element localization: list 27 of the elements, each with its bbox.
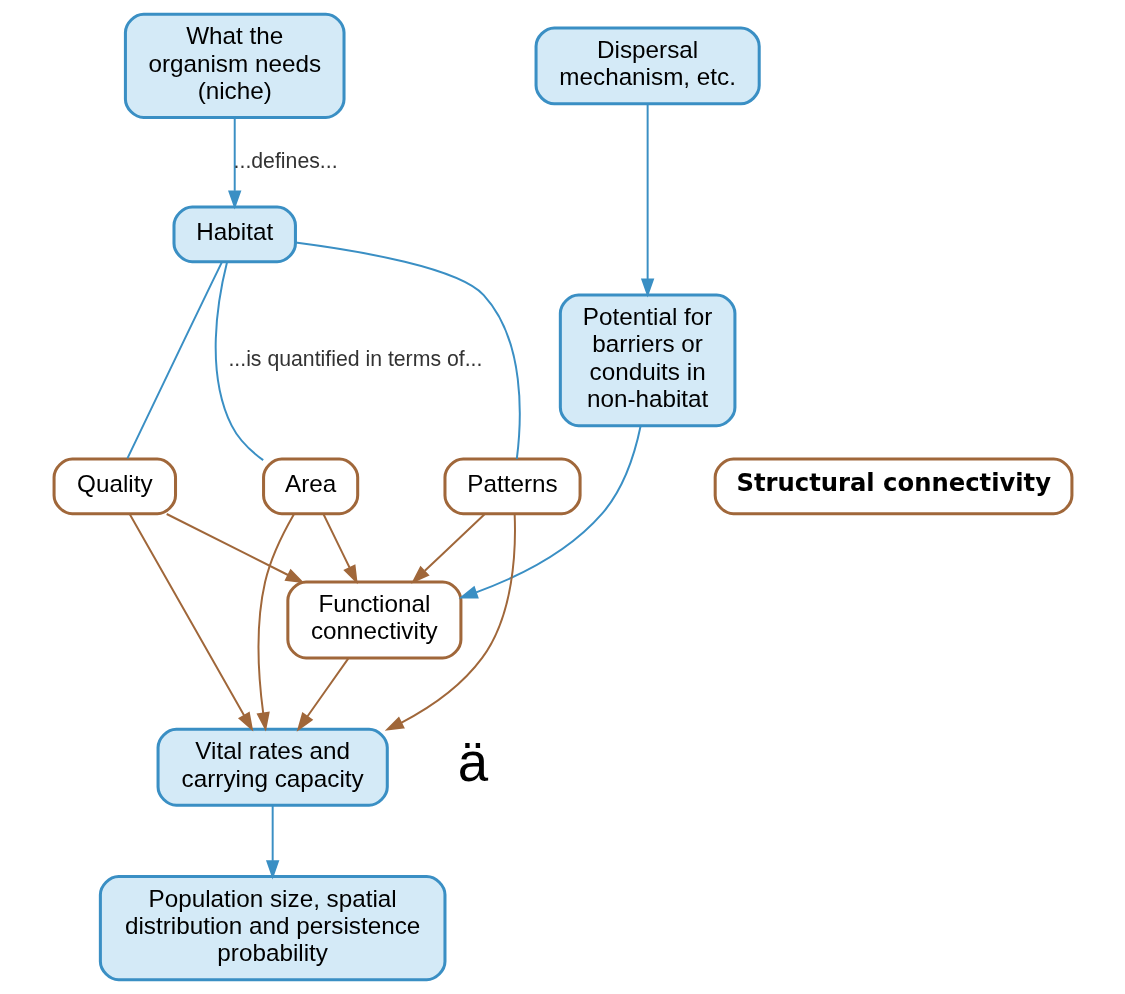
node-box: Habitat bbox=[172, 205, 297, 264]
connector bbox=[214, 261, 264, 462]
connector bbox=[294, 241, 521, 460]
edge-label: ...is quantified in terms of... bbox=[227, 346, 482, 371]
arrow bbox=[296, 657, 349, 732]
node-box: Population size, spatial distribution and persistence probability bbox=[98, 875, 446, 982]
node-box: Vital rates and carrying capacity bbox=[156, 727, 389, 807]
arrow bbox=[384, 513, 516, 731]
arrow bbox=[256, 512, 295, 732]
arrow bbox=[322, 513, 358, 585]
node-box: Patterns bbox=[442, 457, 582, 516]
node-box: Quality bbox=[52, 457, 177, 516]
node-box: Area bbox=[261, 457, 359, 516]
node-box: Potential for barriers or conduits in non-habitat bbox=[558, 293, 736, 428]
arrow bbox=[458, 425, 642, 599]
arrow bbox=[265, 804, 279, 880]
arrow bbox=[128, 513, 253, 732]
arrow bbox=[227, 116, 241, 210]
label: ä bbox=[457, 731, 488, 793]
node-box: Functional connectivity bbox=[285, 580, 462, 660]
node-box: Structural connectivity bbox=[713, 457, 1073, 516]
node-box: What the organism needs (niche) bbox=[123, 12, 346, 119]
node-box: Dispersal mechanism, etc. bbox=[534, 26, 761, 106]
arrow bbox=[410, 513, 486, 584]
arrow bbox=[640, 103, 654, 298]
arrow bbox=[165, 513, 305, 584]
connector bbox=[125, 260, 223, 460]
